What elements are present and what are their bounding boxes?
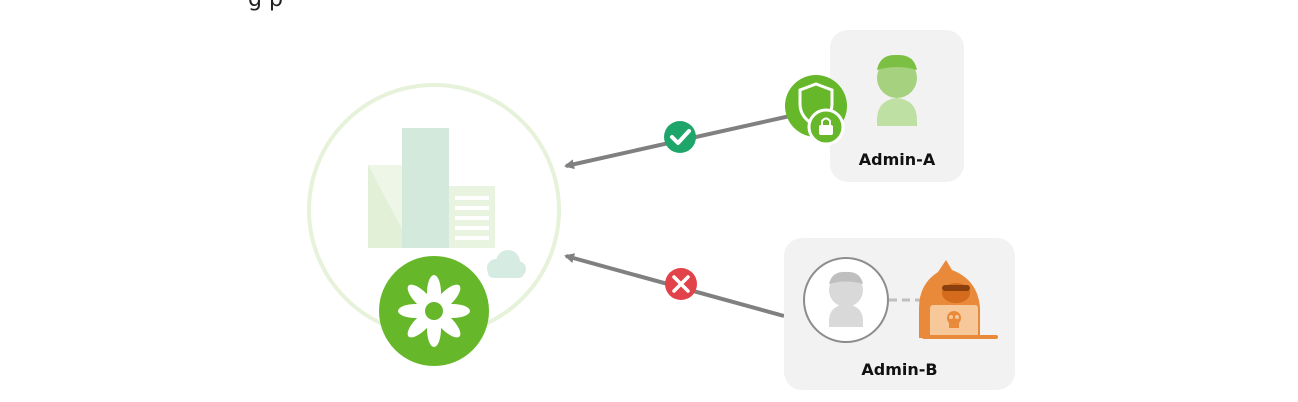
admin-a-label: Admin-A	[858, 150, 936, 169]
organization-node	[307, 83, 561, 337]
shield-lock-icon	[785, 75, 847, 146]
logo-icon	[379, 256, 489, 366]
cut-off-heading: g p	[248, 0, 283, 12]
user-icon	[803, 257, 889, 343]
x-icon	[665, 268, 697, 300]
admin-a-card	[830, 30, 964, 182]
hacker-icon	[919, 260, 998, 339]
admin-b-label: Admin-B	[861, 360, 938, 379]
user-icon	[877, 54, 917, 126]
cloud-icon	[487, 250, 526, 278]
check-icon	[664, 121, 696, 153]
admin-b-card	[784, 238, 1015, 390]
building-icon	[368, 128, 495, 248]
